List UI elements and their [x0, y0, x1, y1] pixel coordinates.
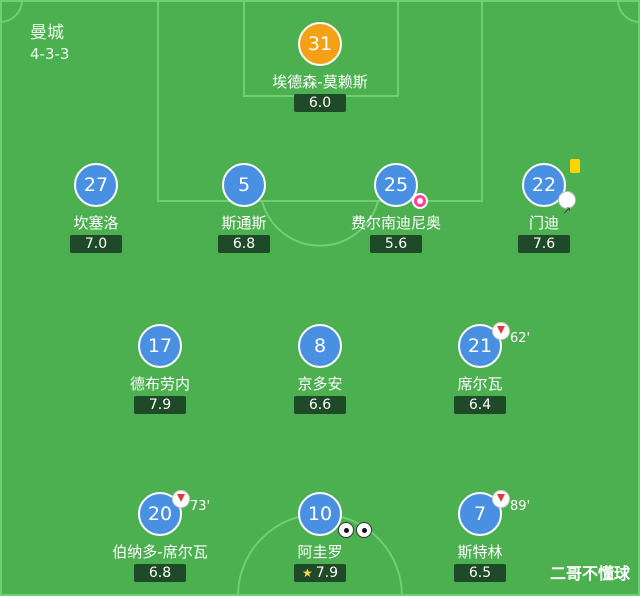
sub-minute: 73' — [190, 499, 211, 514]
player-name: 埃德森-莫赖斯 — [272, 73, 368, 91]
ball-icon — [338, 522, 354, 538]
sub-out-icon — [172, 490, 190, 508]
player-name: 阿圭罗 — [297, 543, 343, 561]
player-rating: ★7.9 — [294, 564, 346, 582]
player-name: 京多安 — [297, 375, 343, 393]
player-name: 费尔南迪尼奥 — [350, 214, 441, 232]
assist-icon — [558, 191, 576, 231]
player-name: 斯通斯 — [221, 214, 267, 232]
player-number-circle: 20 73' — [138, 490, 210, 536]
player-number-circle: 25 — [374, 163, 428, 209]
player-number-circle: 17 — [138, 324, 182, 368]
sub-minute: 62' — [510, 331, 531, 346]
player-number-circle: 7 89' — [458, 490, 530, 536]
player-rating: 6.0 — [294, 94, 346, 112]
player-f3[interactable]: 7 89' 斯特林 6.5 — [410, 490, 550, 582]
player-name: 德布劳内 — [129, 375, 190, 393]
player-rating: 6.4 — [454, 396, 506, 414]
player-number-circle: 27 — [74, 163, 118, 207]
player-number-circle: 8 — [298, 324, 342, 368]
player-d3[interactable]: 25 费尔南迪尼奥 5.6 — [326, 163, 466, 253]
yellow-card-icon — [570, 159, 580, 173]
player-number-circle: 22 — [522, 159, 580, 231]
player-rating: 5.6 — [370, 235, 422, 253]
player-rating: 6.8 — [218, 235, 270, 253]
player-m3[interactable]: 21 62' 席尔瓦 6.4 — [410, 322, 550, 414]
player-m1[interactable]: 17 德布劳内 7.9 — [90, 324, 230, 414]
player-name: 斯特林 — [457, 543, 503, 561]
player-number-circle: 21 62' — [458, 322, 530, 368]
sub-out-icon — [492, 490, 510, 508]
player-number-circle: 5 — [222, 163, 266, 207]
formation: 4-3-3 — [30, 45, 70, 63]
player-rating: 7.9 — [134, 396, 186, 414]
player-d2[interactable]: 5 斯通斯 6.8 — [174, 163, 314, 253]
player-rating: 6.6 — [294, 396, 346, 414]
player-rating: 7.0 — [70, 235, 122, 253]
sub-minute: 89' — [510, 499, 531, 514]
player-f2[interactable]: 10 阿圭罗 ★7.9 — [250, 492, 390, 582]
player-gk[interactable]: 31 埃德森-莫赖斯 6.0 — [250, 22, 390, 112]
player-rating: 7.6 — [518, 235, 570, 253]
player-rating: 6.8 — [134, 564, 186, 582]
own-goal-icon — [412, 193, 428, 209]
sub-out-icon — [492, 322, 510, 340]
player-number-circle: 10 — [298, 492, 372, 538]
player-number-circle: 31 — [298, 22, 342, 66]
player-m2[interactable]: 8 京多安 6.6 — [250, 324, 390, 414]
player-name: 伯纳多-席尔瓦 — [112, 543, 208, 561]
player-name: 席尔瓦 — [457, 375, 503, 393]
team-name: 曼城 — [30, 23, 64, 43]
player-d4[interactable]: 22 门迪 7.6 — [474, 159, 614, 253]
player-rating: 6.5 — [454, 564, 506, 582]
watermark: 二哥不懂球 — [549, 564, 630, 583]
player-d1[interactable]: 27 坎塞洛 7.0 — [26, 163, 166, 253]
player-f1[interactable]: 20 73' 伯纳多-席尔瓦 6.8 — [90, 490, 230, 582]
ball-icon — [356, 522, 372, 538]
player-name: 坎塞洛 — [73, 214, 119, 232]
star-icon: ★ — [301, 566, 313, 580]
player-name: 门迪 — [528, 214, 559, 232]
